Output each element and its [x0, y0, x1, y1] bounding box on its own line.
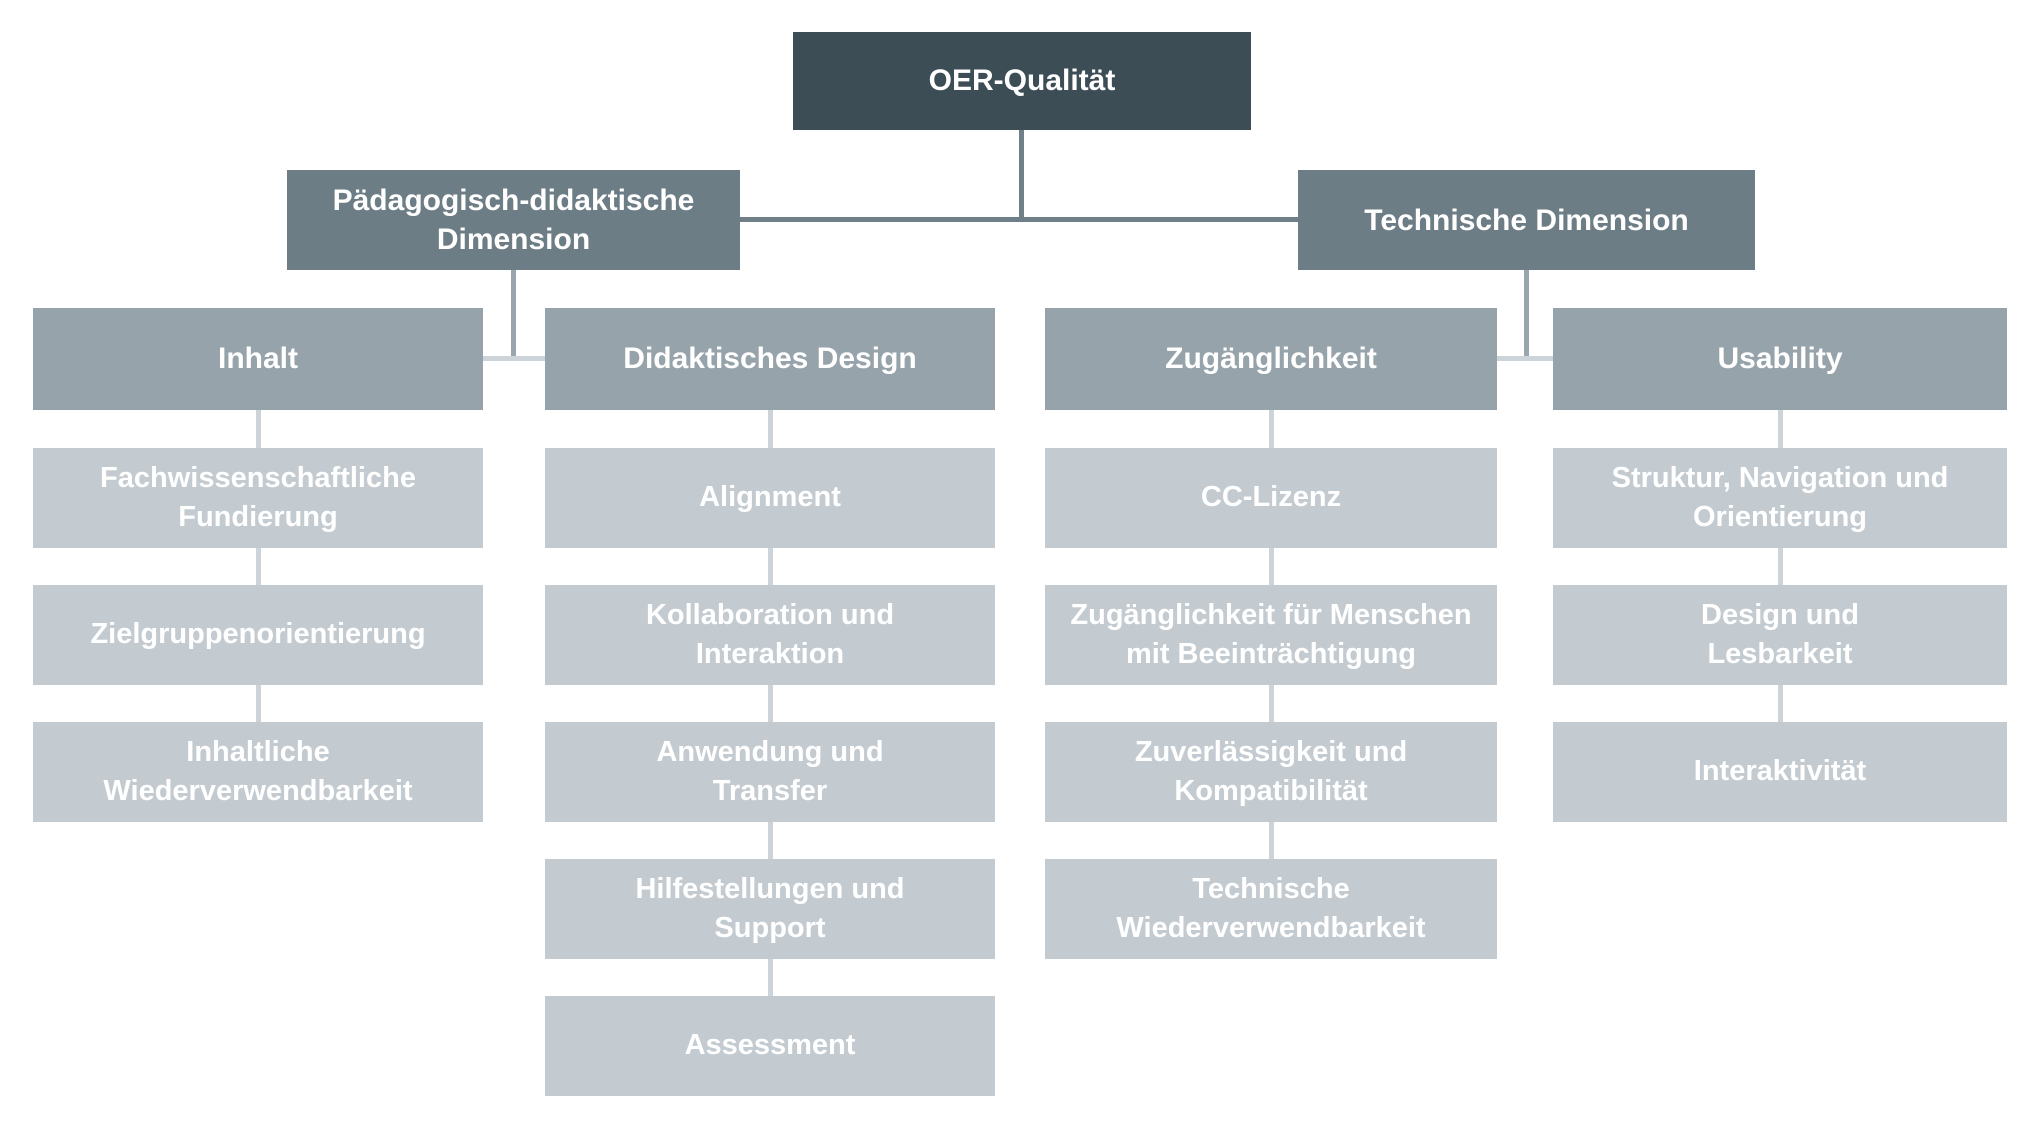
node-hilfestellungen-und-support: Hilfestellungen und Support: [545, 859, 995, 959]
node-design-und-lesbarkeit: Design und Lesbarkeit: [1553, 585, 2007, 685]
connector-col2-seg1: [768, 410, 773, 448]
node-technische-wiederverwendbarkeit: Technische Wiederverwendbarkeit: [1045, 859, 1497, 959]
connector-col3-seg3: [1269, 685, 1274, 722]
node-struktur-navigation-und-orientierung: Struktur, Navigation und Orientierung: [1553, 448, 2007, 548]
connector-col3-seg4: [1269, 822, 1274, 859]
connector-col3-seg2: [1269, 548, 1274, 585]
connector-col4-seg2: [1778, 548, 1783, 585]
node-interaktivitaet: Interaktivität: [1553, 722, 2007, 822]
node-kollaboration-und-interaktion: Kollaboration und Interaktion: [545, 585, 995, 685]
node-cc-lizenz: CC-Lizenz: [1045, 448, 1497, 548]
connector-paedagogisch-horizontal: [483, 356, 545, 361]
node-inhalt: Inhalt: [33, 308, 483, 410]
connector-col2-seg2: [768, 548, 773, 585]
node-oer-qualitaet: OER-Qualität: [793, 32, 1251, 130]
node-usability: Usability: [1553, 308, 2007, 410]
connector-technische-vertical: [1524, 270, 1529, 358]
node-didaktisches-design: Didaktisches Design: [545, 308, 995, 410]
connector-col1-seg2: [256, 548, 261, 585]
node-paedagogisch-didaktische-dimension: Pädagogisch-didaktische Dimension: [287, 170, 740, 270]
node-zielgruppenorientierung: Zielgruppenorientierung: [33, 585, 483, 685]
connector-technische-horizontal: [1497, 356, 1553, 361]
connector-col1-seg1: [256, 410, 261, 448]
connector-paedagogisch-vertical: [511, 270, 516, 358]
node-zugaenglichkeit-fuer-menschen-mit-beeintraechtigung: Zugänglichkeit für Menschen mit Beeinträ…: [1045, 585, 1497, 685]
connector-root-vertical: [1019, 130, 1024, 222]
connector-col2-seg5: [768, 959, 773, 996]
node-zuverlaessigkeit-und-kompatibilitaet: Zuverlässigkeit und Kompatibilität: [1045, 722, 1497, 822]
connector-col3-seg1: [1269, 410, 1274, 448]
connector-col2-seg3: [768, 685, 773, 722]
connector-col4-seg3: [1778, 685, 1783, 722]
connector-col1-seg3: [256, 685, 261, 722]
node-inhaltliche-wiederverwendbarkeit: Inhaltliche Wiederverwendbarkeit: [33, 722, 483, 822]
node-zugaenglichkeit: Zugänglichkeit: [1045, 308, 1497, 410]
connector-col4-seg1: [1778, 410, 1783, 448]
node-alignment: Alignment: [545, 448, 995, 548]
node-technische-dimension: Technische Dimension: [1298, 170, 1755, 270]
connector-col2-seg4: [768, 822, 773, 859]
node-anwendung-und-transfer: Anwendung und Transfer: [545, 722, 995, 822]
node-fachwissenschaftliche-fundierung: Fachwissenschaftliche Fundierung: [33, 448, 483, 548]
connector-dimensions-horizontal: [740, 217, 1298, 222]
node-assessment: Assessment: [545, 996, 995, 1096]
